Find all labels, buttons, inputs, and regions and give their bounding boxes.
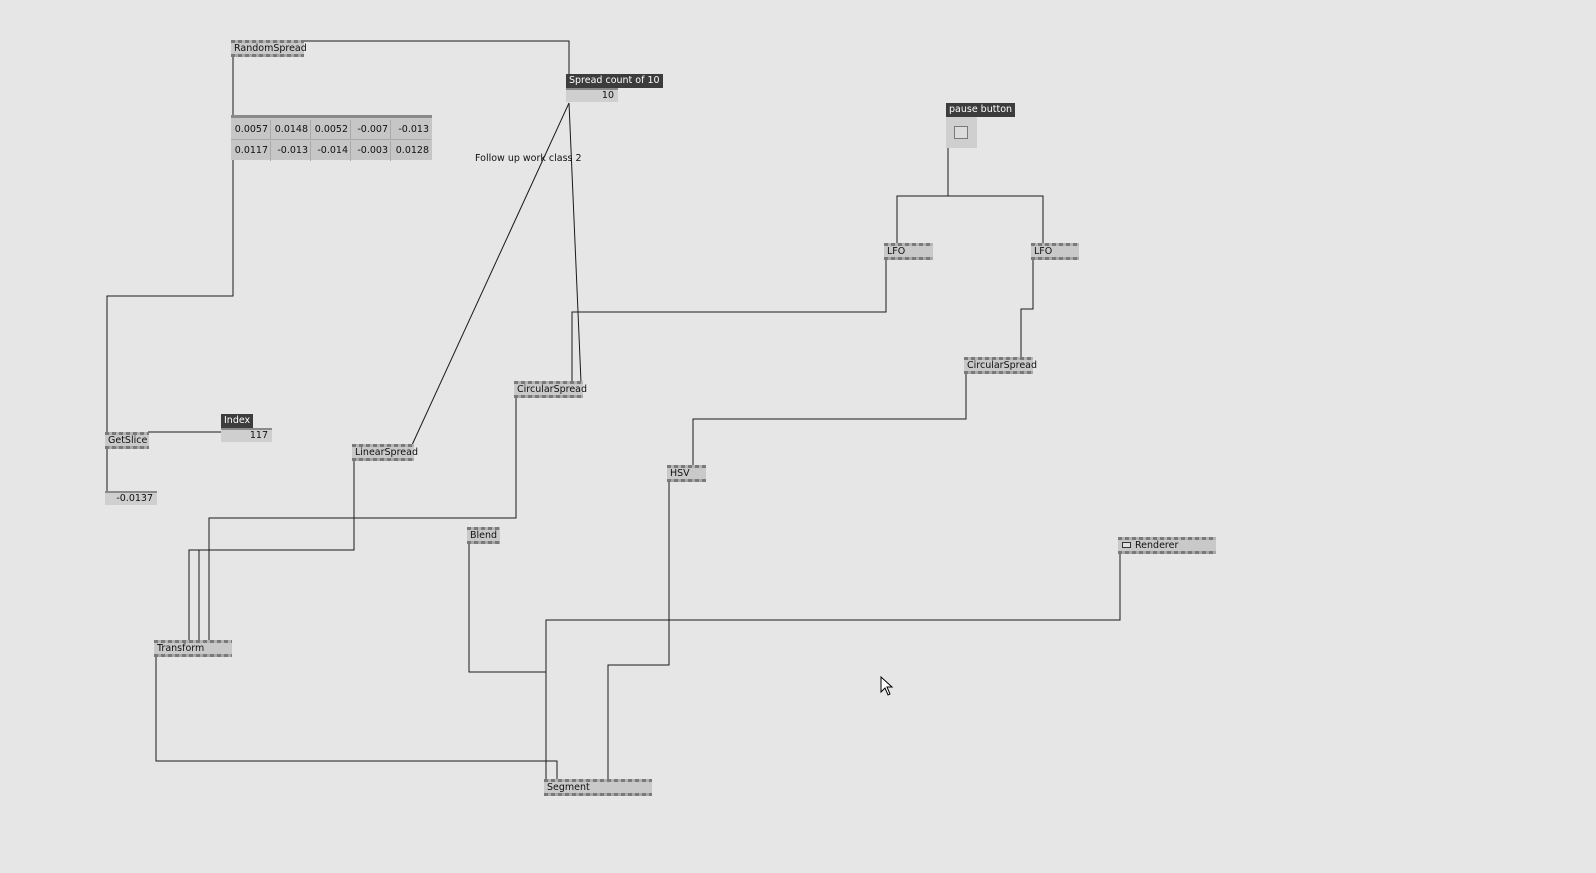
spread-value-cell[interactable]: -0.003: [351, 141, 391, 161]
get-slice-label: GetSlice: [108, 435, 148, 446]
segment-node[interactable]: Segment: [544, 779, 652, 796]
spread-count-title: Spread count of 10: [566, 74, 663, 88]
circular-spread-node-2[interactable]: CircularSpread: [964, 357, 1037, 374]
renderer-node[interactable]: Renderer: [1118, 537, 1216, 554]
wire: [155, 656, 558, 780]
linear-spread-node[interactable]: LinearSpread: [352, 444, 418, 461]
segment-label: Segment: [547, 782, 590, 793]
spread-value-cell[interactable]: -0.013: [391, 120, 431, 140]
spread-value-cell[interactable]: 0.0057: [231, 120, 271, 140]
renderer-label: Renderer: [1135, 540, 1179, 551]
spread-value-cell[interactable]: -0.014: [311, 141, 351, 161]
wire: [607, 482, 670, 780]
pause-button-title: pause button: [946, 103, 1016, 117]
index-title: Index: [221, 414, 254, 428]
blend-node[interactable]: Blend: [467, 527, 500, 544]
blend-label: Blend: [470, 530, 498, 541]
wire: [468, 544, 547, 780]
window-icon: [1122, 542, 1131, 548]
spread-value-cell[interactable]: 0.0117: [231, 141, 271, 161]
lfo-label: LFO: [1034, 246, 1053, 257]
transform-node[interactable]: Transform: [154, 640, 232, 657]
wire: [188, 460, 355, 641]
hsv-label: HSV: [670, 468, 690, 479]
wire: [302, 40, 570, 76]
mouse-cursor-icon: [880, 676, 894, 696]
spread-value-cell[interactable]: 0.0052: [311, 120, 351, 140]
lfo-node-1[interactable]: LFO: [884, 243, 933, 260]
get-slice-output-iobox[interactable]: -0.0137: [105, 491, 157, 505]
spread-value-cell[interactable]: -0.007: [351, 120, 391, 140]
comment-text: Follow up work class 2: [475, 153, 582, 164]
circular-spread-node-1[interactable]: CircularSpread: [514, 381, 587, 398]
wire: [896, 195, 948, 243]
wire: [568, 102, 582, 383]
hsv-node[interactable]: HSV: [667, 465, 706, 482]
transform-label: Transform: [157, 643, 205, 654]
spread-value-cell[interactable]: 0.0128: [395, 145, 429, 156]
spread-value-cell[interactable]: 0.0148: [271, 120, 311, 140]
wire: [106, 160, 234, 433]
random-spread-node[interactable]: RandomSpread: [231, 40, 307, 57]
get-slice-node[interactable]: GetSlice: [105, 432, 149, 449]
spread-value-cell[interactable]: -0.013: [271, 141, 311, 161]
random-spread-label: RandomSpread: [234, 43, 307, 54]
pause-toggle[interactable]: [946, 117, 977, 148]
spread-values-grid[interactable]: 0.0057 0.0148 0.0052 -0.007 -0.013 0.011…: [231, 115, 432, 161]
lfo-label: LFO: [887, 246, 906, 257]
circular-spread-label: CircularSpread: [967, 360, 1038, 371]
lfo-node-2[interactable]: LFO: [1031, 243, 1079, 260]
linear-spread-label: LinearSpread: [355, 447, 418, 458]
wire: [571, 259, 887, 382]
wire: [1020, 259, 1034, 358]
toggle-checkbox[interactable]: [954, 126, 968, 139]
spread-count-iobox[interactable]: 10: [566, 88, 618, 102]
wire: [948, 195, 1044, 243]
wire: [692, 373, 967, 466]
wire: [545, 553, 1121, 672]
index-iobox[interactable]: 117: [221, 428, 272, 442]
circular-spread-label: CircularSpread: [517, 384, 588, 395]
